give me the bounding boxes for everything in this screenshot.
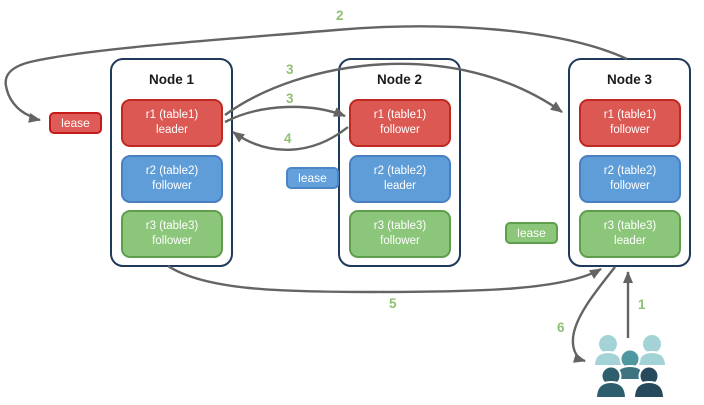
step-label-6: 6 (557, 320, 565, 335)
replica-r3-node3: r3 (table3) leader (579, 210, 681, 258)
step-label-1: 1 (638, 297, 646, 312)
replica-role: follower (152, 235, 192, 247)
replica-name: r2 (table2) (145, 165, 199, 178)
person-figure (594, 365, 666, 399)
step-label-4: 4 (284, 131, 292, 146)
step-label-5: 5 (389, 296, 397, 311)
node-title: Node 1 (148, 72, 194, 87)
replica-r1-node2: r1 (table1) follower (349, 99, 451, 147)
replica-r1-node1: r1 (table1) leader (121, 99, 223, 147)
step-label-2: 2 (336, 8, 344, 23)
arrow-step-2 (4, 25, 628, 123)
users-icon (592, 333, 668, 399)
replica-name: r2 (table2) (603, 165, 657, 178)
replica-name: r3 (table3) (373, 220, 427, 233)
replica-role: follower (380, 124, 420, 136)
step-label-3-short: 3 (286, 91, 294, 106)
replica-role: follower (152, 180, 192, 192)
lease-badge-red: lease (49, 112, 102, 134)
arrow-step-3-short (224, 105, 346, 124)
lease-badge-blue: lease (286, 167, 339, 189)
replica-name: r3 (table3) (603, 220, 657, 233)
step-label-3-long: 3 (286, 62, 294, 77)
lease-badge-green: lease (505, 222, 558, 244)
replica-name: r1 (table1) (145, 109, 199, 122)
replica-r2-node2: r2 (table2) leader (349, 155, 451, 203)
node-2: Node 2 r1 (table1) follower r2 (table2) … (338, 58, 461, 267)
node-1: Node 1 r1 (table1) leader r2 (table2) fo… (110, 58, 233, 267)
replica-name: r1 (table1) (603, 109, 657, 122)
node-3: Node 3 r1 (table1) follower r2 (table2) … (568, 58, 691, 267)
arrow-step-5 (167, 264, 602, 294)
replica-r3-node1: r3 (table3) follower (121, 210, 223, 258)
replica-r1-node3: r1 (table1) follower (579, 99, 681, 147)
replica-name: r1 (table1) (373, 109, 427, 122)
replica-r2-node1: r2 (table2) follower (121, 155, 223, 203)
node-title: Node 3 (606, 72, 652, 87)
replica-name: r3 (table3) (145, 220, 199, 233)
replica-role: leader (614, 235, 646, 247)
replica-role: leader (156, 124, 188, 136)
replica-name: r2 (table2) (373, 165, 427, 178)
replica-role: follower (380, 235, 420, 247)
replica-role: follower (610, 180, 650, 192)
replica-r2-node3: r2 (table2) follower (579, 155, 681, 203)
node-title: Node 2 (376, 72, 422, 87)
replica-role: follower (610, 124, 650, 136)
replica-r3-node2: r3 (table3) follower (349, 210, 451, 258)
replica-role: leader (384, 180, 416, 192)
